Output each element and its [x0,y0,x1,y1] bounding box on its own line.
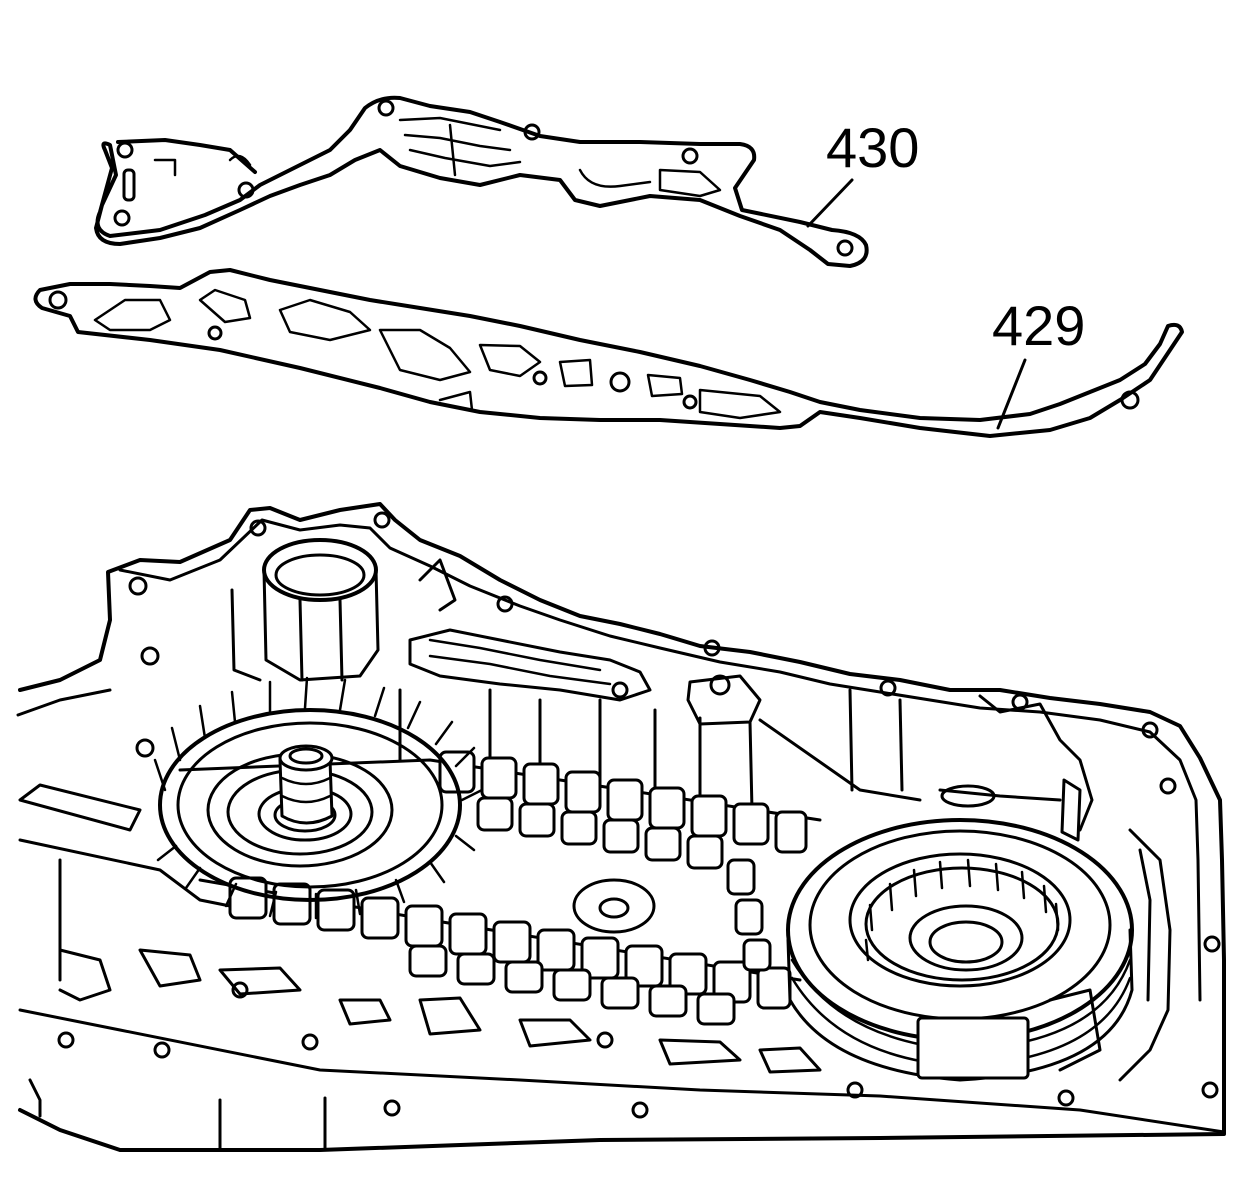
driven-sprocket-clutch [786,818,1134,1082]
callout-430: 430 [806,116,919,228]
case-right-features [938,694,1172,1082]
pump-bore [230,538,380,682]
callout-label-429: 429 [992,294,1085,357]
leader-line-429 [996,358,1027,430]
gasket-430 [94,95,869,268]
callout-429: 429 [992,294,1085,430]
leader-line-430 [806,178,854,228]
bolt-holes [57,511,1221,1119]
drive-sprocket [153,676,484,920]
thrust-washer [572,878,656,934]
transmission-case [16,502,1226,1152]
case-lower-passages [18,783,822,1074]
valve-passages [398,558,922,812]
gasket-429 [33,268,1184,438]
callout-label-430: 430 [826,116,919,179]
